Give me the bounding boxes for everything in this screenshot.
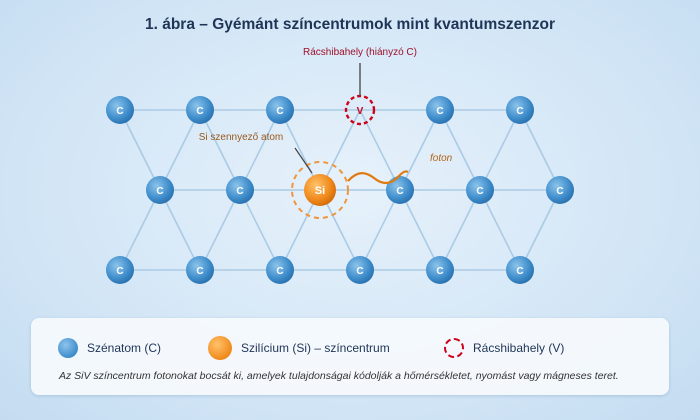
atom-label: C bbox=[436, 106, 443, 117]
silicon-atom: Si bbox=[291, 161, 349, 219]
atom-label: C bbox=[156, 186, 163, 197]
carbon-atom: C bbox=[546, 176, 574, 204]
carbon-atom: C bbox=[266, 256, 294, 284]
carbon-atom: C bbox=[186, 256, 214, 284]
bond bbox=[119, 189, 161, 271]
bond bbox=[239, 189, 281, 271]
carbon-atom-icon bbox=[506, 96, 534, 124]
bond bbox=[199, 189, 241, 271]
atom-label: C bbox=[196, 266, 203, 277]
carbon-atom-icon bbox=[546, 176, 574, 204]
atom-label: C bbox=[116, 106, 123, 117]
atom-label: C bbox=[476, 186, 483, 197]
vacancy-icon bbox=[444, 338, 464, 358]
legend-silicon: Szilícium (Si) – színcentrum bbox=[208, 336, 390, 360]
carbon-atom-icon bbox=[266, 96, 294, 124]
legend-vacancy-label: Rácshibahely (V) bbox=[473, 341, 565, 355]
bond bbox=[439, 189, 481, 271]
silicon-atom-icon bbox=[304, 174, 336, 206]
photon-wave bbox=[347, 170, 409, 185]
carbon-atom: C bbox=[466, 176, 494, 204]
impurity-pointer bbox=[294, 147, 313, 174]
atom-label: C bbox=[276, 266, 283, 277]
atom-label: C bbox=[356, 266, 363, 277]
carbon-atom: C bbox=[106, 256, 134, 284]
atom-label: C bbox=[436, 266, 443, 277]
silicon-atom-icon bbox=[208, 336, 232, 360]
bond bbox=[479, 189, 521, 271]
bond bbox=[159, 189, 201, 271]
atom-label: C bbox=[396, 186, 403, 197]
carbon-atom-icon bbox=[266, 256, 294, 284]
carbon-atom: C bbox=[186, 96, 214, 124]
bond bbox=[119, 109, 161, 191]
atom-label: C bbox=[516, 106, 523, 117]
bond bbox=[479, 109, 521, 191]
carbon-atom: C bbox=[266, 96, 294, 124]
carbon-atom-icon bbox=[386, 176, 414, 204]
bond bbox=[359, 189, 401, 271]
carbon-atom-icon bbox=[226, 176, 254, 204]
photon-label: foton bbox=[430, 153, 453, 164]
bond bbox=[439, 109, 481, 191]
legend: Szénatom (C) Szilícium (Si) – színcentru… bbox=[31, 318, 669, 395]
atom-label: C bbox=[276, 106, 283, 117]
legend-note: Az SiV színcentrum fotonokat bocsát ki, … bbox=[59, 370, 619, 382]
bond bbox=[399, 189, 441, 271]
legend-carbon: Szénatom (C) bbox=[58, 338, 161, 358]
carbon-atom: C bbox=[106, 96, 134, 124]
bond bbox=[239, 109, 281, 191]
bond bbox=[519, 189, 561, 271]
carbon-atom-icon bbox=[58, 338, 78, 358]
atom-label: V bbox=[357, 106, 364, 117]
carbon-atom-icon bbox=[146, 176, 174, 204]
atom-label: C bbox=[196, 106, 203, 117]
carbon-atom-icon bbox=[186, 96, 214, 124]
atom-label: C bbox=[556, 186, 563, 197]
carbon-atom: C bbox=[346, 256, 374, 284]
color-center-ring bbox=[291, 161, 349, 219]
atom-label: C bbox=[116, 266, 123, 277]
carbon-atom: C bbox=[146, 176, 174, 204]
carbon-atom: C bbox=[506, 256, 534, 284]
carbon-atom: C bbox=[226, 176, 254, 204]
atom-label: C bbox=[236, 186, 243, 197]
carbon-atom: C bbox=[506, 96, 534, 124]
bond bbox=[519, 109, 561, 191]
bond bbox=[159, 109, 201, 191]
carbon-atom: C bbox=[386, 176, 414, 204]
carbon-atom-icon bbox=[426, 96, 454, 124]
carbon-atom-icon bbox=[106, 256, 134, 284]
impurity-label: Si szennyező atom bbox=[199, 132, 284, 143]
carbon-atom-icon bbox=[186, 256, 214, 284]
carbon-atom-icon bbox=[106, 96, 134, 124]
atom-label: Si bbox=[315, 185, 325, 197]
atom-label: C bbox=[516, 266, 523, 277]
carbon-atom-icon bbox=[506, 256, 534, 284]
figure-title: 1. ábra – Gyémánt színcentrumok mint kva… bbox=[145, 16, 555, 33]
carbon-atom: C bbox=[426, 256, 454, 284]
bond bbox=[399, 109, 441, 191]
legend-silicon-label: Szilícium (Si) – színcentrum bbox=[241, 341, 390, 355]
carbon-atom-icon bbox=[426, 256, 454, 284]
carbon-atom-icon bbox=[466, 176, 494, 204]
vacancy-label: Rácshibahely (hiányzó C) bbox=[303, 47, 417, 58]
bond bbox=[199, 109, 241, 191]
legend-vacancy: Rácshibahely (V) bbox=[444, 338, 564, 358]
carbon-atom-icon bbox=[346, 256, 374, 284]
legend-carbon-label: Szénatom (C) bbox=[87, 341, 162, 355]
carbon-atom: C bbox=[426, 96, 454, 124]
